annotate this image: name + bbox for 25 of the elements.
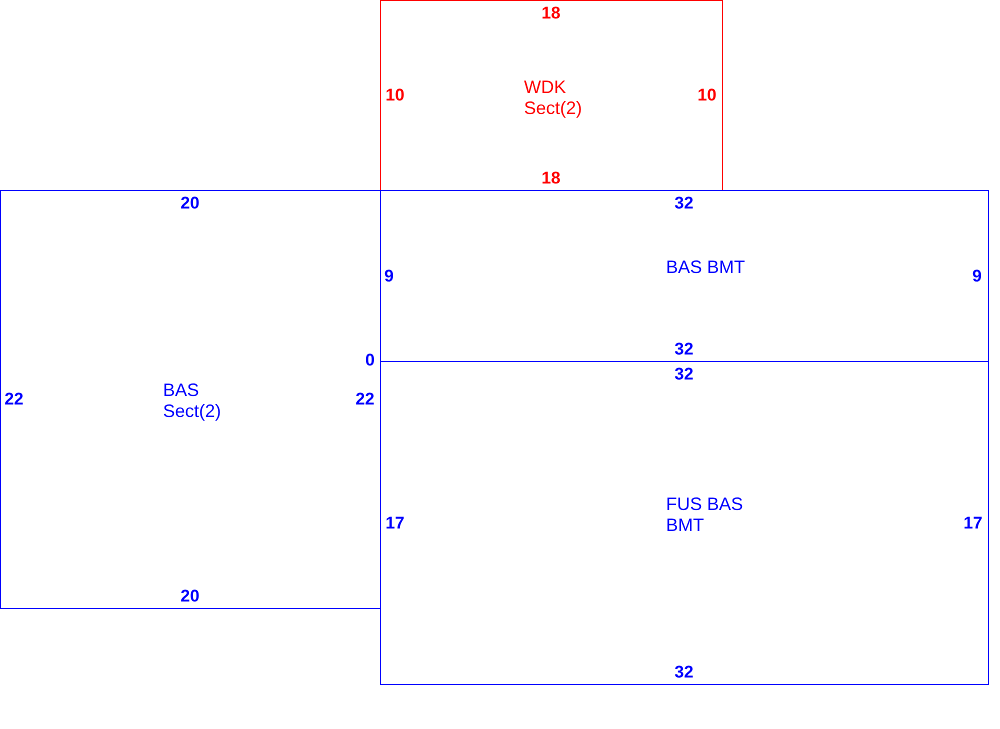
room-label: WDK Sect(2) (524, 77, 584, 119)
dimension-label: 18 (542, 168, 560, 188)
room-label: BAS BMT (666, 257, 746, 278)
room-outline (380, 190, 989, 362)
dimension-label: 20 (180, 586, 200, 606)
dimension-label: 22 (356, 390, 374, 408)
dimension-label: 9 (384, 266, 394, 286)
dimension-label: 10 (386, 86, 404, 104)
dimension-label: 0 (365, 350, 375, 370)
dimension-label: 17 (964, 514, 982, 532)
dimension-label: 18 (542, 4, 560, 22)
dimension-label: 20 (180, 194, 200, 212)
room-outline (380, 0, 723, 191)
room-label: BAS Sect(2) (163, 380, 222, 422)
room-outline (380, 361, 989, 685)
dimension-label: 32 (674, 340, 694, 358)
room-label: FUS BAS BMT (666, 494, 744, 536)
dimension-label: 32 (674, 662, 694, 682)
dimension-label: 10 (698, 86, 716, 104)
dimension-label: 22 (4, 390, 24, 408)
dimension-label: 9 (972, 266, 982, 286)
dimension-label: 32 (674, 194, 694, 212)
room-outline (0, 190, 381, 609)
dimension-label: 17 (386, 514, 404, 532)
dimension-label: 32 (674, 364, 694, 384)
